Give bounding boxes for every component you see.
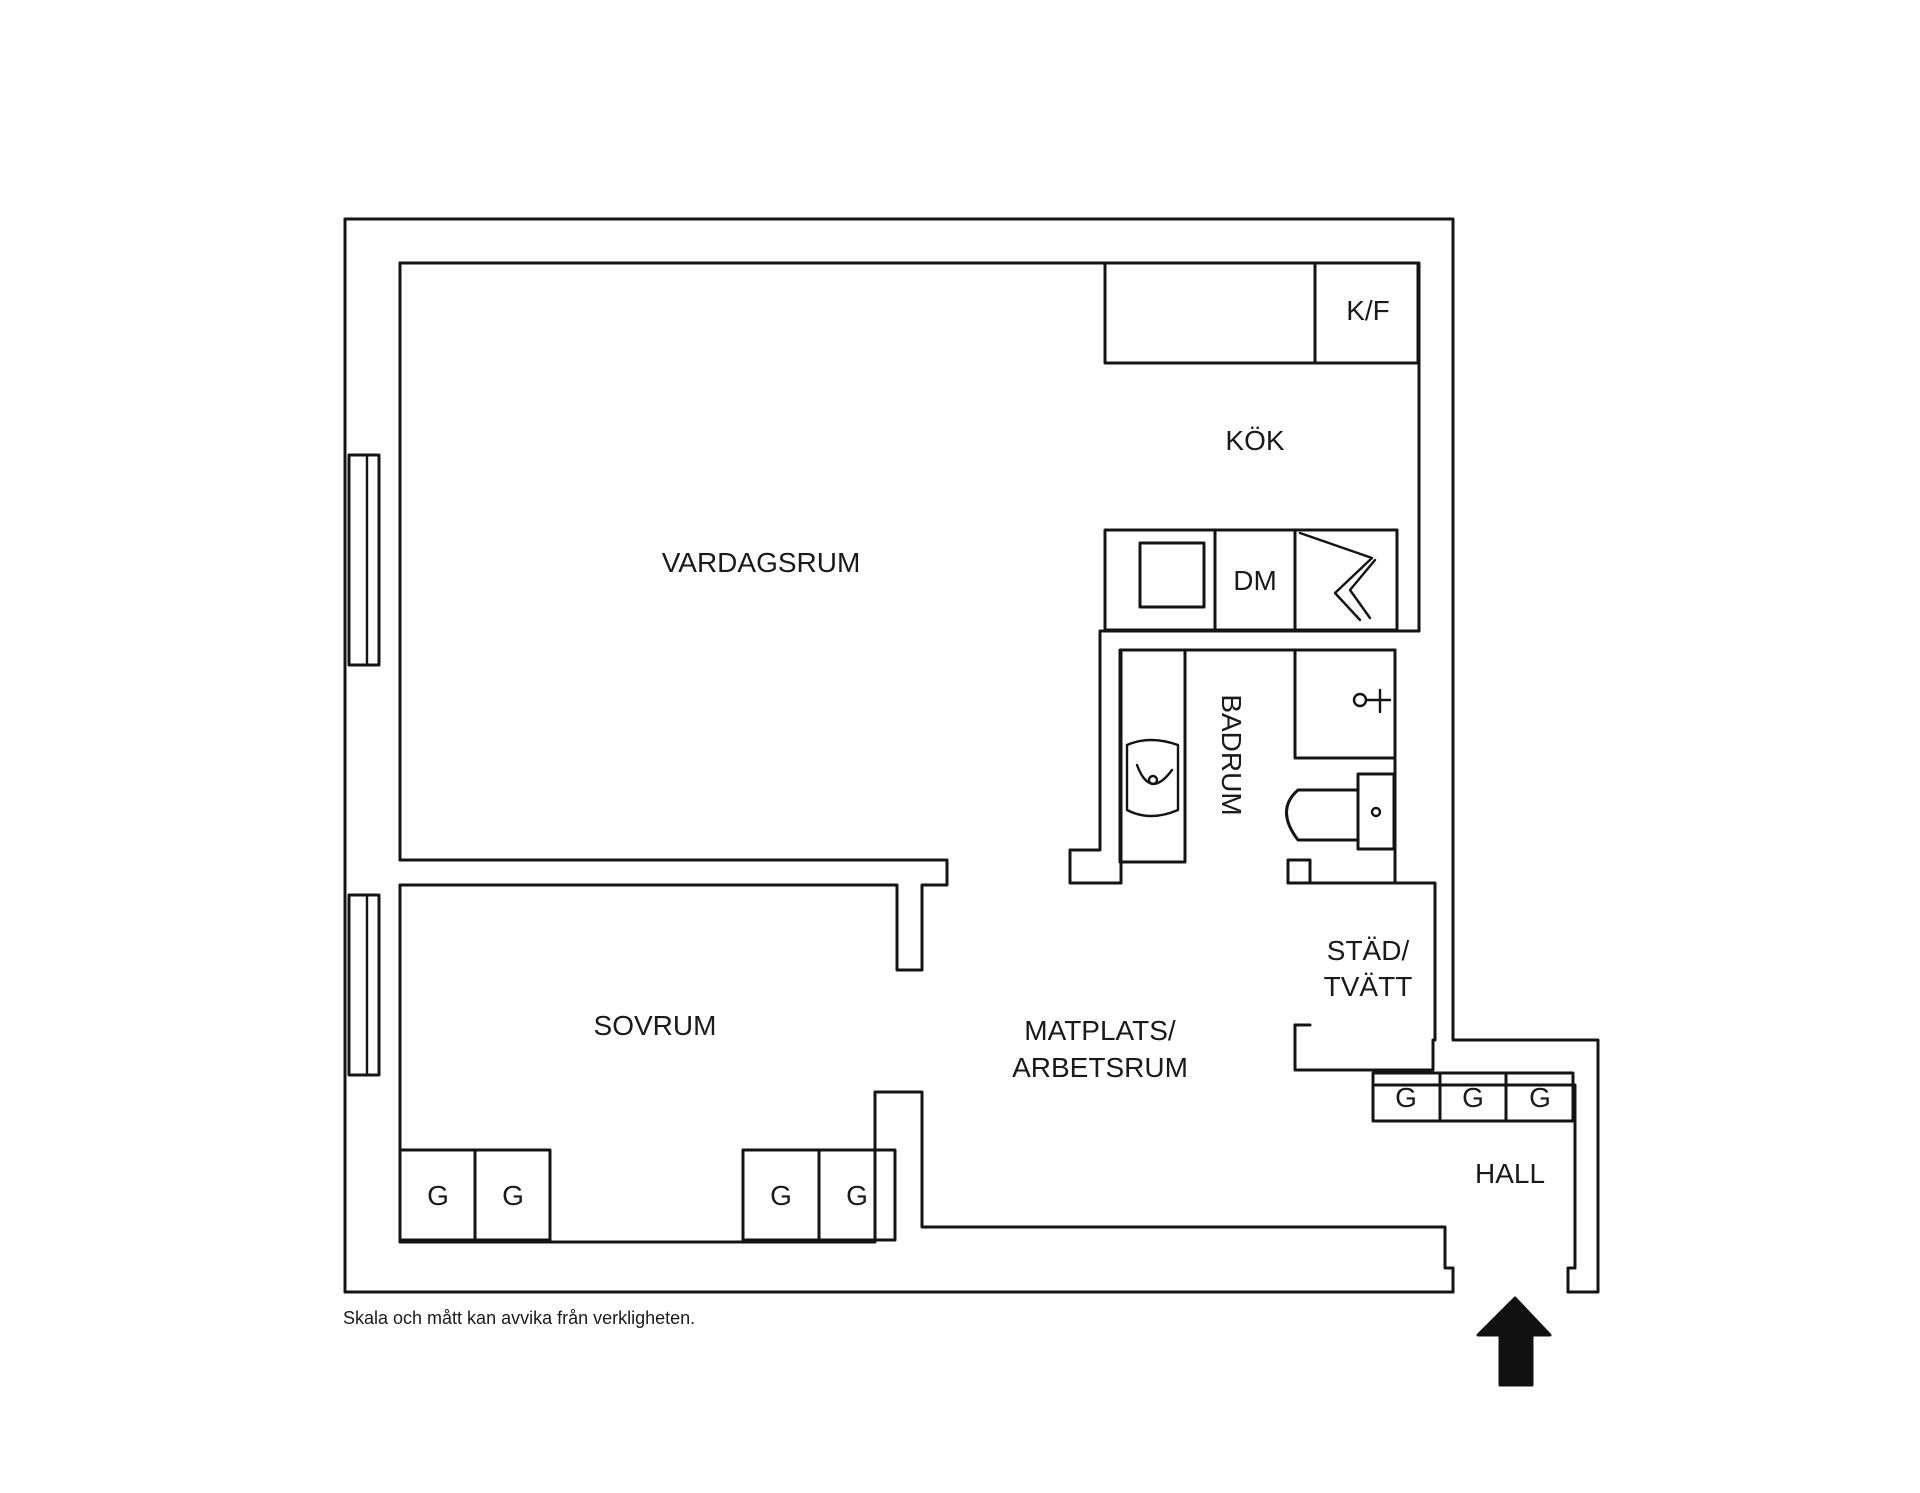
room-label-matplats-line2: ARBETSRUM [1012,1052,1188,1083]
room-label-badrum: BADRUM [1216,694,1247,815]
wardrobe-label: G [1529,1082,1551,1113]
wardrobe-label: G [770,1180,792,1211]
wardrobes-sovrum [398,1148,897,1242]
room-label-kf: K/F [1346,295,1390,326]
wardrobe-label: G [1395,1082,1417,1113]
room-label-vardagsrum: VARDAGSRUM [662,547,861,578]
wardrobe-label: G [502,1180,524,1211]
room-label-sovrum: SOVRUM [594,1010,717,1041]
room-label-dm: DM [1233,565,1277,596]
shower-icon [1293,648,1397,760]
disclaimer-text: Skala och mått kan avvika från verklighe… [343,1308,695,1328]
kitchen-counter-bottom [1103,528,1399,632]
room-label-kok: KÖK [1225,425,1284,456]
wardrobe-label: G [427,1180,449,1211]
wardrobe-label: G [846,1180,868,1211]
room-label-matplats-line1: MATPLATS/ [1024,1015,1176,1046]
bathroom-fixtures [1118,648,1397,864]
kitchen-counter-top [1103,261,1420,365]
wardrobe-label: G [1462,1082,1484,1113]
entrance-arrow-icon [1476,1296,1552,1387]
room-label-stad-line2: TVÄTT [1324,971,1413,1002]
dishwasher-icon [1298,531,1377,622]
outer-walls [343,217,1600,1294]
stove-icon [1138,541,1206,609]
window-icon [347,453,381,1077]
toilet-icon [1285,772,1396,851]
room-label-stad-line1: STÄD/ [1327,935,1410,966]
room-label-hall: HALL [1475,1158,1545,1189]
wardrobes-hall [1371,1071,1575,1123]
washbasin-icon [1125,738,1180,818]
